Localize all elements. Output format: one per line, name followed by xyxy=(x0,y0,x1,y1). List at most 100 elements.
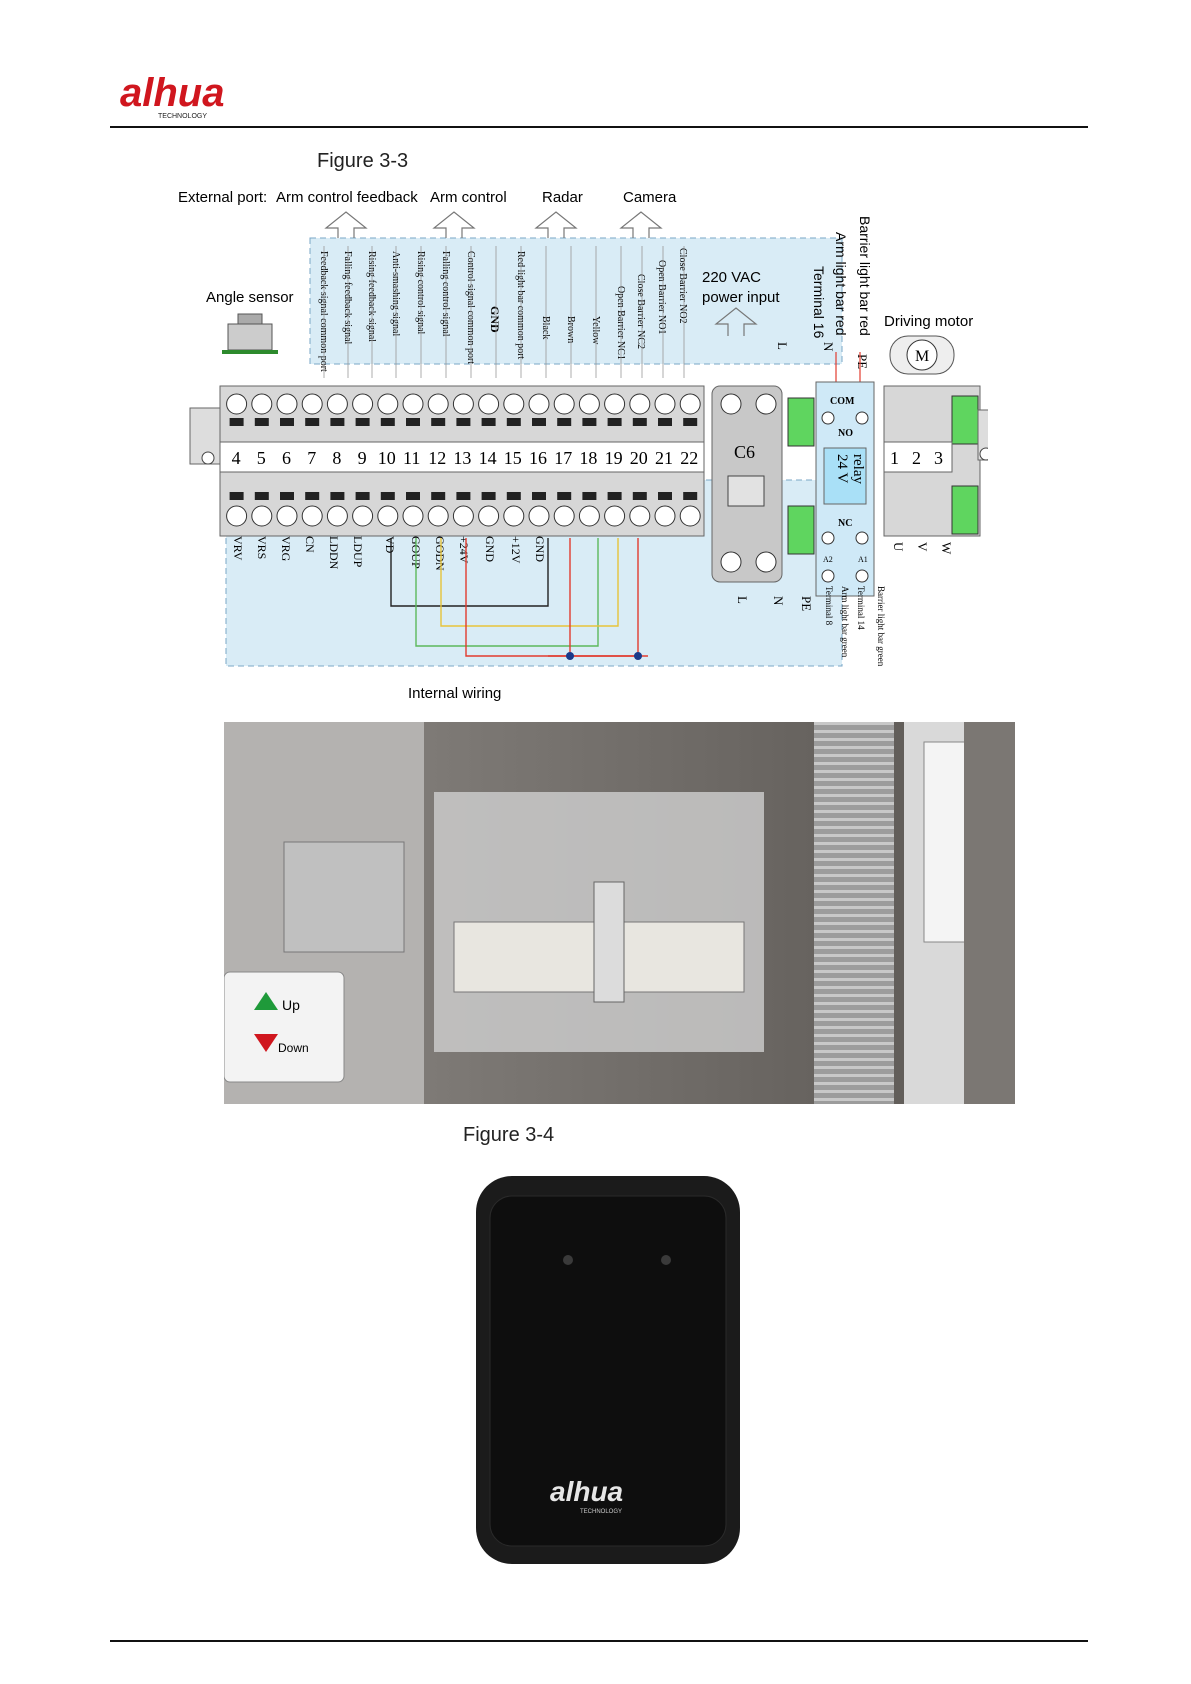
label-power-input: power input xyxy=(702,289,780,306)
motor-number-band xyxy=(883,441,953,473)
label-arm-feedback: Arm control feedback xyxy=(276,189,418,206)
bottom-label-4: CN xyxy=(303,536,317,553)
motor-symbol: M xyxy=(915,348,929,365)
relay-com: COM xyxy=(830,396,855,407)
terminal-number-19: 19 xyxy=(605,448,623,468)
angle-sensor-knob xyxy=(237,313,263,325)
strip-screw-left xyxy=(201,451,215,465)
vlabel-7: Control signal common port xyxy=(465,251,476,364)
label-bottom-L: L xyxy=(735,596,750,604)
bottom-label-7: VD xyxy=(383,536,397,554)
terminal-screw-17-top xyxy=(553,393,575,415)
breaker-screw-1 xyxy=(720,393,742,415)
vlabel-9: Red light bar common port xyxy=(515,251,526,360)
terminal-screw-6-bottom xyxy=(276,505,298,527)
relay-label-1: 24 V xyxy=(834,454,850,483)
vlabel-16: Close Barrier NO2 xyxy=(677,248,688,324)
terminal-number-22: 22 xyxy=(680,448,698,468)
terminal-clip-10-bottom xyxy=(380,492,395,500)
terminal-number-8: 8 xyxy=(332,448,341,468)
terminal-screw-11-top xyxy=(402,393,424,415)
terminal-screw-19-bottom xyxy=(604,505,626,527)
indicator-led-left xyxy=(563,1255,573,1265)
terminal-screw-21-top xyxy=(654,393,676,415)
motor-terminal-number-3: 3 xyxy=(934,448,943,468)
terminal-clip-22-bottom xyxy=(683,492,698,500)
label-terminal16: Terminal 16 xyxy=(811,266,827,339)
label-220vac: 220 VAC xyxy=(702,269,761,286)
brand-logo-text: alhua xyxy=(120,71,224,115)
terminal-screw-15-bottom xyxy=(503,505,525,527)
photo-up-label: Up xyxy=(282,997,300,1013)
terminal-clip-4-bottom xyxy=(229,492,244,500)
relay-bottom-labels: Terminal 8 Arm light bar green Terminal … xyxy=(824,586,886,667)
label-radar: Radar xyxy=(542,189,583,206)
label-bottom-PE: PE xyxy=(799,596,814,611)
terminal-clip-8-top xyxy=(330,418,345,426)
terminal-number-7: 7 xyxy=(307,448,316,468)
terminal-clip-14-bottom xyxy=(481,492,496,500)
junction-1 xyxy=(566,652,574,660)
terminal-clip-6-bottom xyxy=(280,492,294,500)
motor-terminal-number-2: 2 xyxy=(912,448,921,468)
terminal-number-20: 20 xyxy=(630,448,648,468)
terminal-clip-7-top xyxy=(305,418,320,426)
terminal-clip-5-bottom xyxy=(254,492,269,500)
card-reader-device: alhua TECHNOLOGY xyxy=(476,1176,740,1564)
bottom-label-5: LDDN xyxy=(327,536,341,570)
terminal-screw-8-bottom xyxy=(326,505,348,527)
terminal-clip-17-bottom xyxy=(557,492,572,500)
up-down-control-box xyxy=(224,971,345,1083)
strip-screw-right xyxy=(979,447,988,461)
terminal-clip-17-top xyxy=(557,418,572,426)
terminal-screw-17-bottom xyxy=(553,505,575,527)
motor-pe-bottom xyxy=(951,485,979,535)
top-terminal-labels: Feedback signal common port Falling feed… xyxy=(318,248,688,372)
terminal-clip-13-top xyxy=(456,418,471,426)
terminal-clip-13-bottom xyxy=(456,492,471,500)
terminal-number-12: 12 xyxy=(428,448,446,468)
terminal-screw-11-bottom xyxy=(402,505,424,527)
junction-2 xyxy=(634,652,642,660)
label-top-PE: PE xyxy=(855,354,870,369)
label-barrier-red: Barrier light bar red xyxy=(857,216,873,336)
vlabel-15: Open Barrier NO1 xyxy=(656,260,667,334)
terminal-clip-20-bottom xyxy=(632,492,647,500)
terminal-screw-12-top xyxy=(427,393,449,415)
terminal-clip-18-top xyxy=(582,418,597,426)
vlabel-8: GND xyxy=(488,306,502,333)
terminal-number-13: 13 xyxy=(453,448,471,468)
terminal-screw-16-bottom xyxy=(528,505,550,527)
terminal-screw-20-bottom xyxy=(629,505,651,527)
terminal-screw-5-bottom xyxy=(251,505,273,527)
terminal-screw-8-top xyxy=(326,393,348,415)
bottom-label-1: VRV xyxy=(231,536,245,561)
terminal-clip-11-bottom xyxy=(406,492,420,500)
bottom-label-9: GODN xyxy=(433,536,447,571)
label-top-N: N xyxy=(821,342,836,352)
label-bottom-N: N xyxy=(771,596,786,606)
vlabel-10: Black xyxy=(540,316,551,339)
relay-a2: A2 xyxy=(823,555,833,564)
vlabel-6: Falling control signal xyxy=(440,251,451,337)
terminal-number-6: 6 xyxy=(282,448,291,468)
terminal-clip-16-bottom xyxy=(532,492,546,500)
installation-photo: Up Down xyxy=(224,722,1015,1104)
terminal-clip-22-top xyxy=(683,418,698,426)
terminal-number-10: 10 xyxy=(378,448,396,468)
terminal-screw-18-bottom xyxy=(578,505,600,527)
label-top-L: L xyxy=(775,342,790,350)
terminal-clip-19-top xyxy=(607,418,622,426)
label-U: U xyxy=(891,542,906,552)
relay-body xyxy=(823,447,867,505)
terminal-screw-9-bottom xyxy=(352,505,374,527)
device-brand-logo: alhua xyxy=(550,1476,623,1507)
terminal-number-17: 17 xyxy=(554,448,572,468)
terminal-clip-9-top xyxy=(355,418,370,426)
top-leader-lines xyxy=(323,246,685,378)
terminal-clip-11-top xyxy=(406,418,420,426)
breaker-screw-3 xyxy=(720,551,742,573)
label-terminal14: Terminal 14 xyxy=(856,586,866,630)
